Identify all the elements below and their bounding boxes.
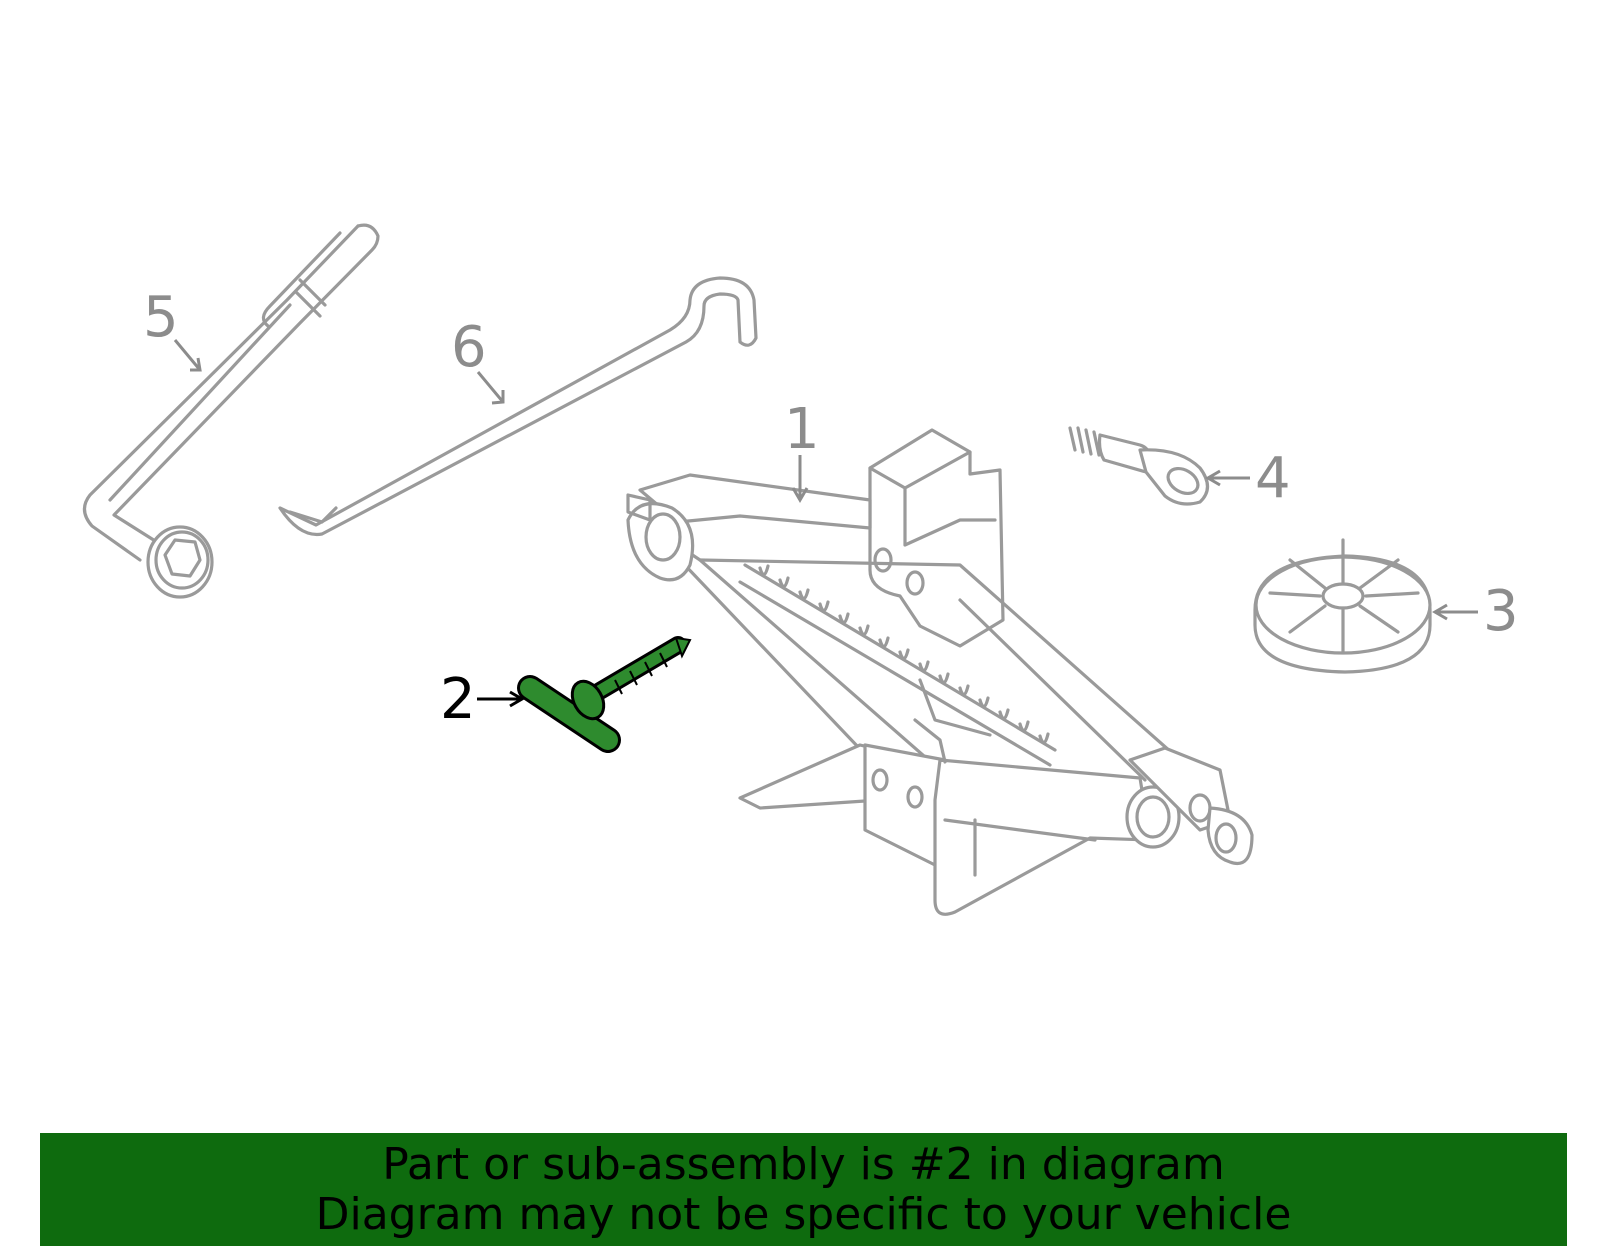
banner-line-1: Part or sub-assembly is #2 in diagram <box>382 1138 1225 1190</box>
callout-1-leader <box>791 455 809 503</box>
callout-4-label: 4 <box>1255 446 1291 511</box>
callout-1-label: 1 <box>784 397 820 462</box>
callout-2-leader <box>477 690 525 708</box>
callout-3-leader <box>1432 603 1478 621</box>
callout-6-leader <box>476 371 505 405</box>
part-5-lug-wrench[interactable] <box>82 223 380 599</box>
callout-4-leader <box>1205 469 1250 487</box>
part-4-tow-eye[interactable] <box>1068 426 1210 506</box>
info-banner: Part or sub-assembly is #2 in diagram Di… <box>40 1133 1567 1246</box>
callout-5-leader <box>173 339 202 372</box>
callout-6-label: 6 <box>451 315 487 380</box>
callout-5-label: 5 <box>143 285 179 350</box>
part-1-scissor-jack[interactable] <box>626 428 1254 916</box>
part-6-jack-handle[interactable] <box>278 276 758 537</box>
part-2-highlighted-bolt[interactable] <box>517 636 692 753</box>
callout-3-label: 3 <box>1483 579 1519 644</box>
banner-line-2: Diagram may not be specific to your vehi… <box>315 1188 1292 1240</box>
jack-screw-thread <box>738 563 1057 767</box>
callout-2-label: 2 <box>440 667 476 732</box>
part-3-tire-holder[interactable] <box>1253 538 1432 674</box>
